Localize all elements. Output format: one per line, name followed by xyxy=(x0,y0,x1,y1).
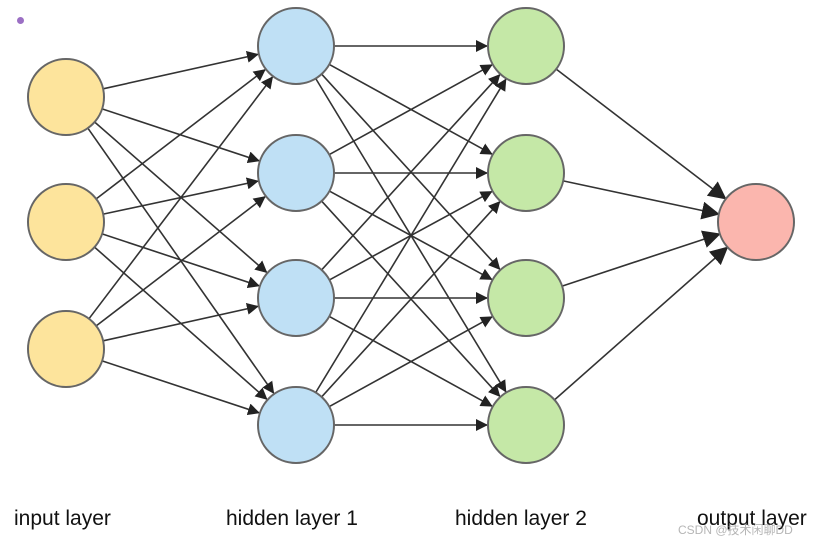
output-node-1 xyxy=(717,183,795,261)
edge-l0-n1-to-n0 xyxy=(95,69,266,200)
edge-l2-n1-to-n0 xyxy=(563,180,720,220)
edge-l1-n3-to-n2 xyxy=(328,316,493,408)
input-layer-label: input layer xyxy=(14,507,111,530)
input-node-2 xyxy=(27,183,105,261)
edge-l0-n2-to-n2 xyxy=(102,302,259,342)
edge-l1-n1-to-n0 xyxy=(328,64,493,156)
hidden2-node-2 xyxy=(487,134,565,212)
hidden-layer-2-label: hidden layer 2 xyxy=(455,507,587,530)
neurons xyxy=(27,7,795,464)
connections xyxy=(87,40,729,431)
input-node-1 xyxy=(27,58,105,136)
hidden1-node-1 xyxy=(257,7,335,85)
edge-l0-n1-to-n2 xyxy=(101,233,260,289)
hidden2-node-3 xyxy=(487,259,565,337)
edge-l2-n0-to-n0 xyxy=(555,68,727,200)
edge-l1-n3-to-n0 xyxy=(315,78,507,393)
edge-l0-n0-to-n0 xyxy=(102,50,259,90)
edge-l0-n2-to-n1 xyxy=(95,196,266,327)
hidden2-node-4 xyxy=(487,386,565,464)
input-node-3 xyxy=(27,310,105,388)
edge-l1-n3-to-n1 xyxy=(321,201,501,398)
output-layer-label: output layer xyxy=(697,507,807,530)
hidden2-node-1 xyxy=(487,7,565,85)
edge-l2-n3-to-n0 xyxy=(553,246,729,401)
watermark: CSDN @技术闲聊DD xyxy=(678,523,793,537)
hidden1-node-2 xyxy=(257,134,335,212)
edge-l1-n2-to-n0 xyxy=(321,74,501,271)
edge-l0-n2-to-n0 xyxy=(88,76,274,320)
edge-l2-n2-to-n0 xyxy=(561,230,721,287)
hidden-layer-1-label: hidden layer 1 xyxy=(226,507,358,530)
hidden1-node-3 xyxy=(257,259,335,337)
edge-l0-n2-to-n3 xyxy=(101,360,260,416)
hidden1-node-4 xyxy=(257,386,335,464)
marker-dot xyxy=(17,17,24,24)
